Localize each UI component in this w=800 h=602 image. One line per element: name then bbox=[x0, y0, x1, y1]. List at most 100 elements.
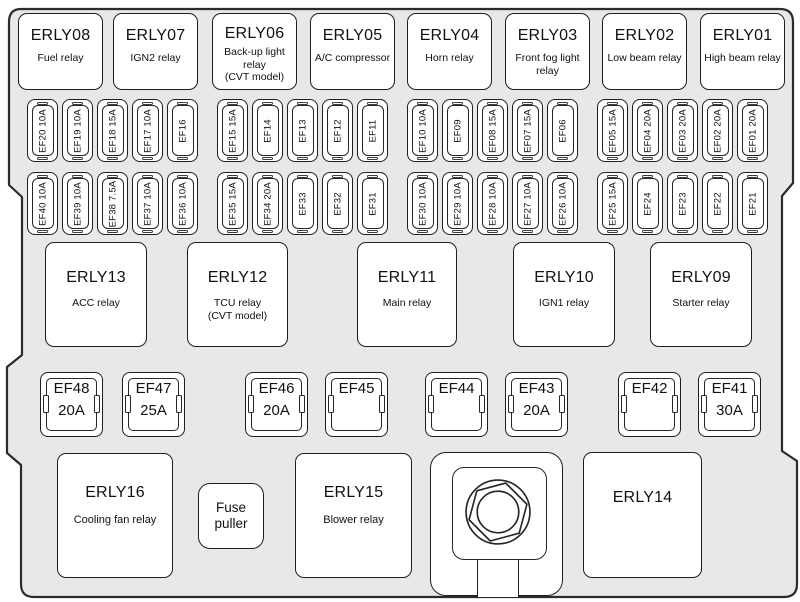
mini-fuse: EF34 20A bbox=[252, 172, 283, 235]
maxi-fuse-id: EF46 bbox=[258, 380, 295, 397]
mini-fuse-label: EF17 10A bbox=[142, 108, 153, 153]
mini-fuse: EF32 bbox=[322, 172, 353, 235]
mini-fuse-label: EF18 15A bbox=[107, 108, 118, 153]
maxi-fuse: EF41 30A bbox=[698, 372, 761, 437]
mini-fuse-label: EF09 bbox=[452, 118, 463, 143]
maxi-fuse-amp: 20A bbox=[523, 402, 550, 419]
mini-fuse-label: EF28 10A bbox=[487, 181, 498, 226]
mini-fuse: EF15 15A bbox=[217, 99, 248, 162]
relay-desc: Horn relay bbox=[425, 52, 474, 64]
mini-fuse-label: EF25 15A bbox=[607, 181, 618, 226]
mini-fuse-label: EF40 10A bbox=[37, 181, 48, 226]
relay-desc: TCU relay bbox=[213, 297, 262, 309]
mini-fuse: EF10 10A bbox=[407, 99, 438, 162]
mini-fuse-label: EF31 bbox=[367, 191, 378, 216]
maxi-fuse-amp: 20A bbox=[58, 402, 85, 419]
relay-id: ERLY09 bbox=[671, 269, 731, 286]
fuse-row1-group2: EF15 15A EF14 EF13 EF12 EF11 bbox=[217, 99, 388, 162]
fuse-puller: Fuse puller bbox=[198, 483, 264, 549]
mini-fuse: EF37 10A bbox=[132, 172, 163, 235]
maxi-fuse-amp: 25A bbox=[140, 402, 167, 419]
mini-fuse-label: EF08 15A bbox=[487, 108, 498, 153]
relay-erly14: ERLY14 bbox=[583, 452, 702, 578]
fuse-row1-group3: EF10 10A EF09 EF08 15A EF07 15A EF06 bbox=[407, 99, 578, 162]
mounting-bolt bbox=[430, 452, 563, 597]
maxi-fuse-id: EF45 bbox=[338, 380, 375, 397]
mini-fuse: EF35 15A bbox=[217, 172, 248, 235]
relay-desc: Starter relay bbox=[672, 297, 730, 309]
relay-id: ERLY07 bbox=[125, 27, 186, 44]
relay-id: ERLY13 bbox=[66, 269, 126, 286]
mini-fuse-label: EF04 20A bbox=[642, 108, 653, 153]
relay-desc: Blower relay bbox=[323, 514, 384, 526]
mini-fuse: EF20 10A bbox=[27, 99, 58, 162]
mini-fuse-label: EF15 15A bbox=[227, 108, 238, 153]
mini-fuse: EF13 bbox=[287, 99, 318, 162]
mini-fuse-label: EF20 10A bbox=[37, 108, 48, 153]
relay-id: ERLY16 bbox=[85, 484, 145, 501]
relay-id: ERLY11 bbox=[377, 269, 437, 286]
mini-fuse: EF23 bbox=[667, 172, 698, 235]
mini-fuse: EF40 10A bbox=[27, 172, 58, 235]
mini-fuse-label: EF30 10A bbox=[417, 181, 428, 226]
bolt-stem bbox=[477, 557, 519, 597]
relay-erly09: ERLY09 Starter relay bbox=[650, 242, 752, 347]
relay-desc: High beam relay bbox=[704, 52, 781, 64]
fuse-row2-group3: EF30 10A EF29 10A EF28 10A EF27 10A EF26… bbox=[407, 172, 578, 235]
maxi-fuse: EF45 bbox=[325, 372, 388, 437]
relay-erly16: ERLY16 Cooling fan relay bbox=[57, 453, 173, 578]
relay-desc: IGN1 relay bbox=[538, 297, 590, 309]
mini-fuse-label: EF10 10A bbox=[417, 108, 428, 153]
mini-fuse: EF07 15A bbox=[512, 99, 543, 162]
relay-erly13: ERLY13 ACC relay bbox=[45, 242, 147, 347]
mini-fuse-label: EF07 15A bbox=[522, 108, 533, 153]
mini-fuse-label: EF19 10A bbox=[72, 108, 83, 153]
maxi-fuse-id: EF41 bbox=[711, 380, 748, 397]
mini-fuse: EF14 bbox=[252, 99, 283, 162]
mini-fuse: EF38 7.5A bbox=[97, 172, 128, 235]
mini-fuse-label: EF33 bbox=[297, 191, 308, 216]
relay-note: (CVT model) bbox=[207, 309, 268, 322]
relay-desc: Low beam relay bbox=[607, 52, 682, 64]
mini-fuse-label: EF03 20A bbox=[677, 108, 688, 153]
relay-erly08: ERLY08 Fuel relay bbox=[18, 13, 103, 90]
relay-erly03: ERLY03 Front fog light relay bbox=[505, 13, 590, 90]
relay-desc: Back-up light relay bbox=[224, 46, 285, 71]
mini-fuse: EF33 bbox=[287, 172, 318, 235]
relay-desc: ACC relay bbox=[72, 297, 120, 309]
relay-desc: A/C compressor bbox=[314, 52, 391, 64]
fuse-row1-group4: EF05 15A EF04 20A EF03 20A EF02 20A EF01… bbox=[597, 99, 768, 162]
relay-desc: IGN2 relay bbox=[130, 52, 181, 64]
fuse-row2-group4: EF25 15A EF24 EF23 EF22 EF21 bbox=[597, 172, 768, 235]
mini-fuse: EF18 15A bbox=[97, 99, 128, 162]
mini-fuse-label: EF38 7.5A bbox=[107, 180, 118, 227]
maxi-fuse: EF44 bbox=[425, 372, 488, 437]
relay-erly07: ERLY07 IGN2 relay bbox=[113, 13, 198, 90]
fuse-puller-label: Fuse puller bbox=[214, 500, 248, 531]
mini-fuse: EF21 bbox=[737, 172, 768, 235]
maxi-fuse-id: EF47 bbox=[135, 380, 172, 397]
relay-id: ERLY10 bbox=[534, 269, 594, 286]
mini-fuse-label: EF12 bbox=[332, 118, 343, 143]
mini-fuse: EF36 10A bbox=[167, 172, 198, 235]
mini-fuse: EF28 10A bbox=[477, 172, 508, 235]
mini-fuse-label: EF36 10A bbox=[177, 181, 188, 226]
bolt-pad bbox=[452, 467, 547, 560]
maxi-fuse: EF42 bbox=[618, 372, 681, 437]
relay-erly15: ERLY15 Blower relay bbox=[295, 453, 412, 578]
relay-erly05: ERLY05 A/C compressor bbox=[310, 13, 395, 90]
mini-fuse-label: EF26 10A bbox=[557, 181, 568, 226]
mini-fuse: EF03 20A bbox=[667, 99, 698, 162]
relay-desc: Fuel relay bbox=[37, 52, 84, 64]
relay-id: ERLY06 bbox=[224, 25, 285, 42]
relay-erly11: ERLY11 Main relay bbox=[357, 242, 457, 347]
relay-desc: Cooling fan relay bbox=[73, 514, 157, 526]
mini-fuse: EF27 10A bbox=[512, 172, 543, 235]
mini-fuse-label: EF13 bbox=[297, 118, 308, 143]
mini-fuse-label: EF05 15A bbox=[607, 108, 618, 153]
maxi-fuse-id: EF43 bbox=[518, 380, 555, 397]
mini-fuse: EF25 15A bbox=[597, 172, 628, 235]
maxi-fuse-id: EF44 bbox=[438, 380, 475, 397]
relay-id: ERLY08 bbox=[30, 27, 91, 44]
